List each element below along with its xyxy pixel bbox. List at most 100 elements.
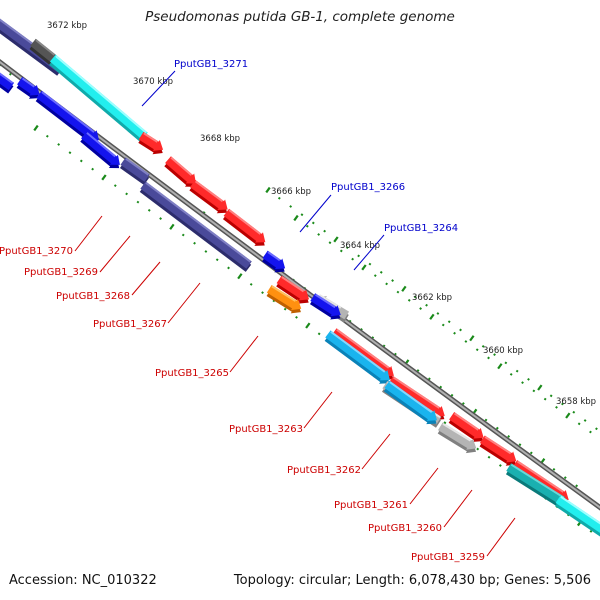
gene-feature[interactable] — [322, 329, 395, 389]
gene-feature[interactable] — [28, 38, 57, 66]
gene-label[interactable]: PputGB1_3269 — [24, 267, 98, 278]
gene-feature-body — [506, 463, 566, 505]
tick-mark — [572, 410, 576, 414]
tick-mark — [487, 455, 491, 459]
tick-mark — [595, 427, 598, 431]
tick-mark — [565, 412, 571, 419]
tick-mark — [215, 258, 219, 262]
tick-mark — [204, 250, 208, 253]
gene-feature[interactable] — [162, 155, 202, 192]
tick-mark — [249, 283, 253, 286]
gene-feature-body — [331, 328, 394, 377]
gene-feature[interactable] — [260, 249, 290, 277]
gene-label[interactable]: PputGB1_3271 — [174, 59, 248, 70]
gene-feature-body — [266, 284, 302, 311]
gene-label[interactable]: PputGB1_3265 — [155, 368, 229, 379]
gene-feature-highlight — [330, 330, 386, 373]
gene-feature[interactable] — [274, 274, 314, 308]
tick-mark — [345, 246, 349, 250]
gene-feature-body — [512, 460, 569, 501]
gene-label[interactable]: PputGB1_3260 — [368, 523, 442, 534]
gene-feature[interactable] — [33, 89, 104, 149]
gene-feature-body — [17, 77, 40, 96]
gene-feature-body — [165, 156, 197, 184]
gene-feature[interactable] — [221, 207, 271, 251]
gene-feature-body — [36, 90, 100, 141]
tick-mark — [515, 369, 519, 373]
tick-mark — [475, 348, 479, 352]
gene-feature[interactable] — [554, 495, 600, 549]
tick-mark — [401, 285, 407, 292]
gene-feature-highlight — [125, 157, 149, 176]
gene-feature[interactable] — [308, 292, 346, 324]
gene-feature[interactable] — [187, 178, 233, 218]
gene-feature[interactable] — [477, 434, 521, 470]
gene-label[interactable]: PputGB1_3261 — [334, 500, 408, 511]
gene-feature[interactable] — [136, 130, 168, 158]
tick-mark — [425, 303, 428, 307]
leader-line — [99, 235, 131, 273]
gene-label[interactable]: PputGB1_3262 — [287, 465, 361, 476]
gene-feature[interactable] — [139, 181, 253, 272]
gene-feature-highlight — [442, 423, 472, 442]
gene-label[interactable]: PputGB1_3270 — [0, 246, 73, 257]
gene-feature-highlight — [86, 132, 116, 158]
gene-label[interactable]: PputGB1_3264 — [384, 223, 458, 234]
gene-feature-highlight — [392, 376, 440, 409]
tick-mark — [181, 233, 185, 237]
gene-feature[interactable] — [119, 157, 151, 186]
gene-feature[interactable] — [381, 379, 442, 429]
genome-backbone — [0, 59, 600, 511]
tick-mark — [518, 443, 522, 447]
gene-feature-body — [49, 54, 148, 140]
tick-mark — [429, 313, 435, 320]
tick-mark — [577, 422, 581, 426]
gene-feature-body — [276, 275, 310, 301]
tick-mark — [498, 464, 502, 467]
ruler-label: 3672 kbp — [47, 21, 87, 31]
gene-label[interactable]: PputGB1_3266 — [331, 182, 405, 193]
tick-mark — [45, 134, 49, 138]
gene-feature[interactable] — [505, 463, 567, 509]
tick-mark — [439, 385, 443, 389]
tick-mark — [385, 282, 389, 286]
gene-feature-highlight — [510, 463, 565, 499]
ruler-label: 3658 kbp — [556, 397, 596, 407]
ruler-label: 3664 kbp — [340, 241, 380, 251]
gene-feature[interactable] — [14, 75, 44, 103]
tick-mark — [328, 241, 332, 245]
ruler-label: 3666 kbp — [271, 187, 311, 197]
gene-feature[interactable] — [48, 54, 149, 143]
tick-mark — [549, 394, 553, 398]
gene-feature-highlight — [281, 276, 305, 293]
gene-label[interactable]: PputGB1_3259 — [411, 552, 485, 563]
leader-line — [299, 194, 332, 233]
tick-mark — [552, 467, 556, 471]
tick-mark — [507, 435, 511, 438]
gene-feature[interactable] — [78, 130, 125, 173]
gene-feature[interactable] — [435, 421, 481, 457]
gene-feature[interactable] — [446, 410, 488, 446]
tick-mark — [555, 405, 558, 409]
gene-feature-highlight — [336, 328, 390, 369]
gene-feature[interactable] — [264, 283, 306, 317]
gene-label[interactable]: PputGB1_3267 — [93, 319, 167, 330]
tick-mark — [351, 257, 355, 261]
gene-feature[interactable] — [0, 44, 15, 94]
map-title: Pseudomonas putida GB-1, complete genome — [145, 9, 455, 25]
tick-mark — [361, 264, 367, 271]
tick-mark — [68, 151, 72, 155]
tick-mark — [333, 236, 339, 243]
tick-mark — [283, 307, 287, 311]
tick-mark — [277, 196, 281, 200]
tick-mark — [436, 312, 440, 315]
tick-mark — [464, 340, 468, 343]
gene-label[interactable]: PputGB1_3263 — [229, 424, 303, 435]
tick-mark — [481, 345, 485, 348]
tick-mark — [509, 373, 513, 376]
tick-mark — [427, 377, 431, 381]
tick-mark — [317, 332, 321, 336]
gene-label[interactable]: PputGB1_3268 — [56, 291, 130, 302]
gene-feature-body — [555, 495, 600, 545]
